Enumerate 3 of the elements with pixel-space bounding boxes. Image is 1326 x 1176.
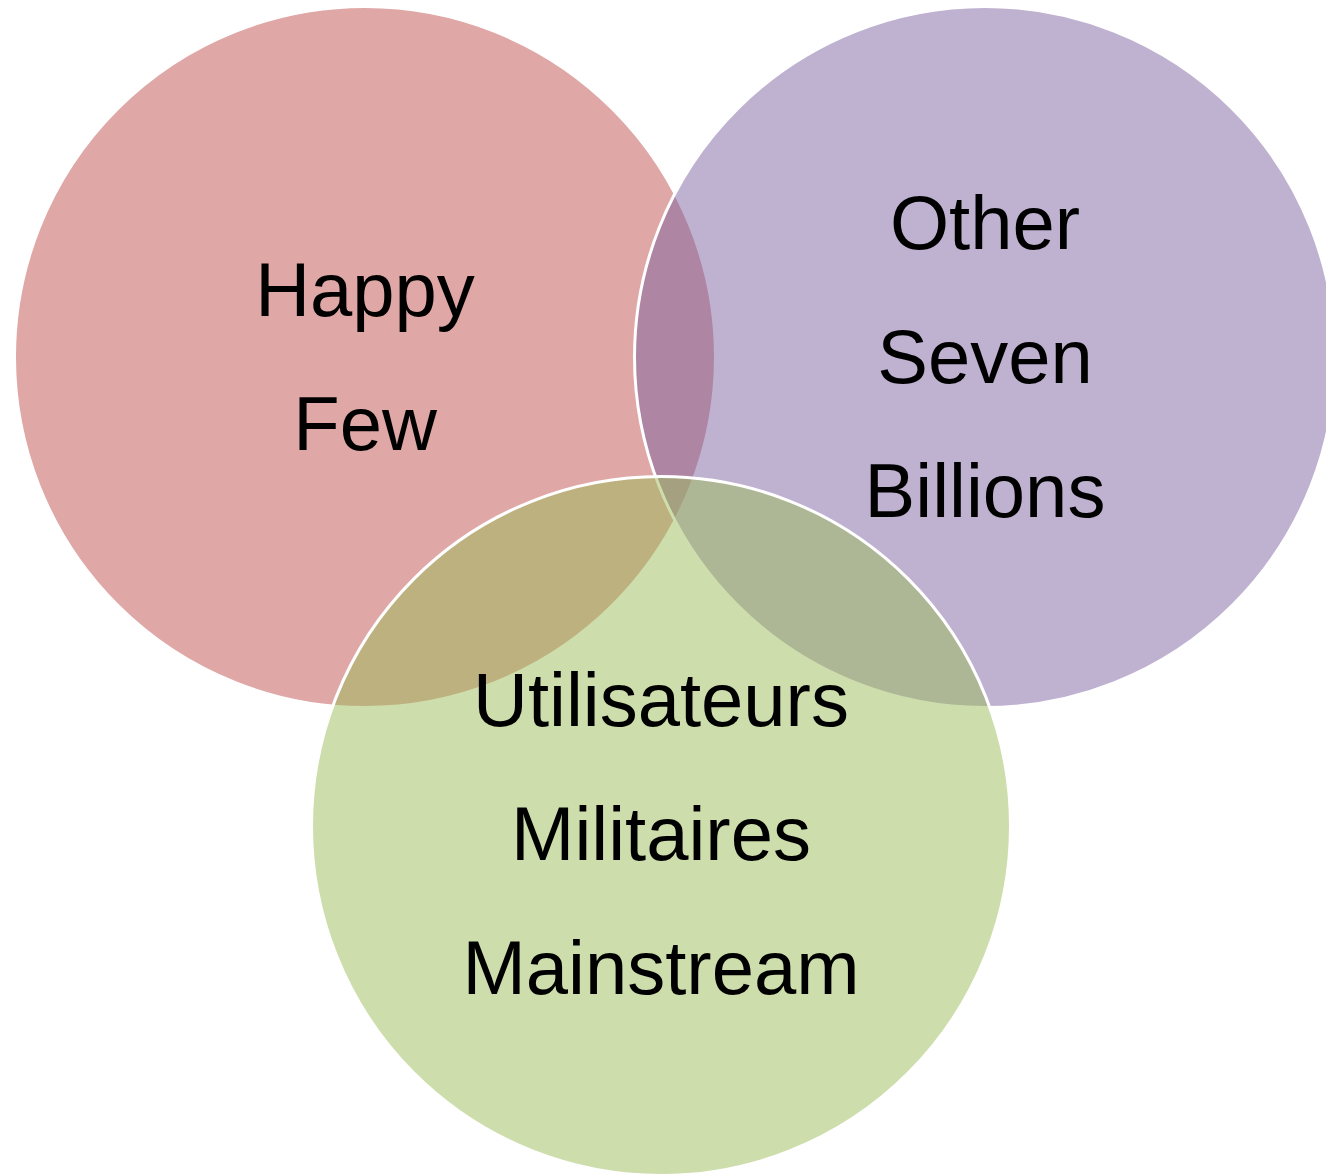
circle-label: Happy Few bbox=[254, 246, 476, 468]
circle-label: Other Seven Billions bbox=[863, 179, 1107, 535]
circle-label: Utilisateurs Militaires Mainstream bbox=[461, 656, 861, 1012]
